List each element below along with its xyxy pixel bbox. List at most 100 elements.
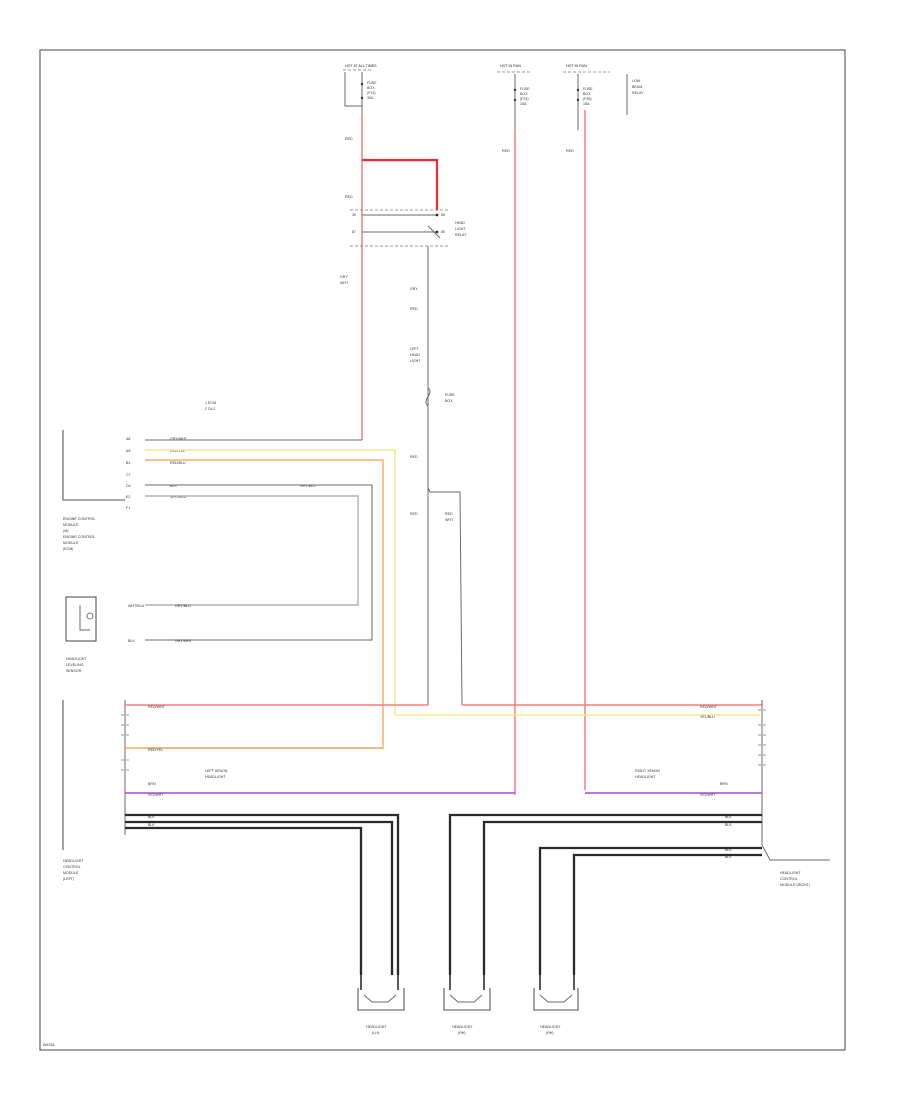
svg-text:RELAY: RELAY xyxy=(632,91,644,95)
power-source-line: FUSE xyxy=(520,87,530,91)
power-source-1: HOT AT ALL TIMES FUSE BOX (F13) 30A xyxy=(343,64,377,115)
power-source-line: BOX xyxy=(583,92,591,96)
fuse-label: BOX xyxy=(445,399,453,403)
lamp-name: (RH) xyxy=(458,1031,466,1035)
sensor-wire-label: BLK xyxy=(128,639,135,643)
ecm-legend: 1 ECM xyxy=(205,401,216,405)
ecm-pin: A8 xyxy=(126,437,130,441)
ecm-name: MODULE xyxy=(63,541,79,545)
lmod-name: HEADLIGHT xyxy=(63,859,84,863)
ecm-wire-label: WHT/BLU xyxy=(170,495,187,499)
power-source-line: BOX xyxy=(520,92,528,96)
svg-text:LIGHT: LIGHT xyxy=(410,359,421,363)
power-source-line: (F13) xyxy=(367,91,376,95)
svg-text:30: 30 xyxy=(352,213,356,217)
ecm-name: (ECM) xyxy=(63,547,73,551)
headlight-relay: HEAD LIGHT RELAY 30 87 86 85 xyxy=(350,209,467,247)
ecm-wire-label: BLK xyxy=(170,484,177,488)
svg-text:85: 85 xyxy=(441,230,445,234)
rmod-wire-label: YEL/BLU xyxy=(700,715,715,719)
relay-label: RELAY xyxy=(455,233,467,237)
headlight-lamp: HEADLIGHT (LH) xyxy=(357,975,405,1035)
lmod-wire-label: RED/YEL xyxy=(148,748,163,752)
lmod-wire-label: BLK xyxy=(148,815,155,819)
engine-control-module: 1 ECM 2 DLC A8 A9 B3 C7 D4 E2 F1 GRY/WHT… xyxy=(62,401,396,749)
connector-pin-marks xyxy=(121,709,766,771)
rmod-name: MODULE (RIGHT) xyxy=(780,883,810,887)
lamp-name: HEADLIGHT xyxy=(366,1025,387,1029)
sensor-name: SENSOR xyxy=(66,669,82,673)
lmod-name: CONTROL xyxy=(63,865,81,869)
relay-label: HEAD xyxy=(455,221,465,225)
power-source-title: HOT IN RUN xyxy=(500,64,521,68)
ecm-far-wire-label: GRY/BLU xyxy=(300,484,316,488)
left-headlight-module: RED/WHT RED/YEL BRN VIO/WHT BLK BLK LEFT… xyxy=(62,700,515,975)
wire-label-gray: GRY xyxy=(410,287,418,291)
wire-label-red: RED xyxy=(345,195,353,199)
lmod-name: (LEFT) xyxy=(63,877,74,881)
center-feed: GRY WHT GRY RED LEFT HEAD LIGHT FUSE BOX… xyxy=(340,246,762,706)
power-source-title: HOT AT ALL TIMES xyxy=(345,64,377,68)
right-headlight-module: RED/WHT YEL/BLU BRN VIO/WHT BLK BLK BLK … xyxy=(395,700,830,975)
ecm-wire-label: GRY/WHT xyxy=(170,437,188,441)
ecm-name: ENGINE CONTROL xyxy=(63,517,95,521)
svg-text:87: 87 xyxy=(352,230,356,234)
ecm-wire-label: RED/BLU xyxy=(170,461,186,465)
rmod-name: HEADLIGHT xyxy=(780,871,801,875)
ecm-pin: A9 xyxy=(126,449,130,453)
rmod-wire-label: RED/WHT xyxy=(700,705,718,709)
sensor-wire-label: GRY/BLU xyxy=(175,604,191,608)
rmod-wire-label: BLK xyxy=(725,823,732,827)
power-source-line: (F25) xyxy=(583,97,592,101)
power-source-line: FUSE xyxy=(583,87,593,91)
lmod-sub: LEFT XENON xyxy=(205,769,228,773)
red-feed-wires: RED RED RED RED xyxy=(345,110,586,795)
headlight-lamp: HEADLIGHT (RH) xyxy=(533,975,579,1035)
lamp-name: HEADLIGHT xyxy=(452,1025,473,1029)
power-source-line: 30A xyxy=(367,96,374,100)
ecm-pin: B3 xyxy=(126,461,130,465)
power-source-line: 15A xyxy=(583,102,590,106)
power-source-3: HOT IN RUN FUSE BOX (F25) 15A LOW BEAM R… xyxy=(563,64,644,130)
rmod-sub: HEADLIGHT xyxy=(635,775,656,779)
sensor-name: LEVELING xyxy=(66,663,84,667)
lmod-wire-label: BRN xyxy=(148,782,156,786)
sensor-name: HEADLIGHT xyxy=(66,657,87,661)
lmod-wire-label: BLK xyxy=(148,823,155,827)
power-source-title: HOT IN RUN xyxy=(566,64,587,68)
lamp-name: (LH) xyxy=(372,1031,379,1035)
rmod-wire-label: BLK xyxy=(725,815,732,819)
rmod-sub: RIGHT XENON xyxy=(635,769,660,773)
lamp-name: HEADLIGHT xyxy=(540,1025,561,1029)
fuse-label: FUSE xyxy=(445,393,455,397)
lmod-sub: HEADLIGHT xyxy=(205,775,226,779)
headlight-leveling-sensor: WHT/BLU BLK GRY/BLU GRY/WHT HEADLIGHT LE… xyxy=(65,596,193,673)
svg-text:WHT: WHT xyxy=(445,518,454,522)
svg-text:GRY: GRY xyxy=(340,275,348,279)
lamp-name: (RH) xyxy=(546,1031,554,1035)
ecm-name: ENGINE CONTROL xyxy=(63,535,95,539)
svg-text:RED: RED xyxy=(445,512,453,516)
rmod-wire-label: BLK xyxy=(725,855,732,859)
svg-text:LEFT: LEFT xyxy=(410,347,420,351)
rmod-wire-label: VIO/WHT xyxy=(700,793,716,797)
footer-code: W1234 xyxy=(43,1043,54,1047)
ecm-name: (M) xyxy=(63,529,68,533)
ecm-pin: F1 xyxy=(126,506,130,510)
power-source-line: (F24) xyxy=(520,97,529,101)
wire-label-red: RED xyxy=(566,149,574,153)
power-source-line: BOX xyxy=(367,86,375,90)
svg-text:LOW: LOW xyxy=(632,79,641,83)
wire-label-red: RED xyxy=(410,512,418,516)
rmod-name: CONTROL xyxy=(780,877,798,881)
wire-label-red: RED xyxy=(502,149,510,153)
svg-text:HEAD: HEAD xyxy=(410,353,420,357)
wire-label-red: RED xyxy=(410,455,418,459)
ecm-name: MODULE xyxy=(63,523,79,527)
rmod-wire-label: BLK xyxy=(725,848,732,852)
wire-label-red: RED xyxy=(345,137,353,141)
power-source-line: 15A xyxy=(520,102,527,106)
rmod-wire-label: BRN xyxy=(720,782,728,786)
headlight-lamp: HEADLIGHT (RH) xyxy=(443,975,491,1035)
